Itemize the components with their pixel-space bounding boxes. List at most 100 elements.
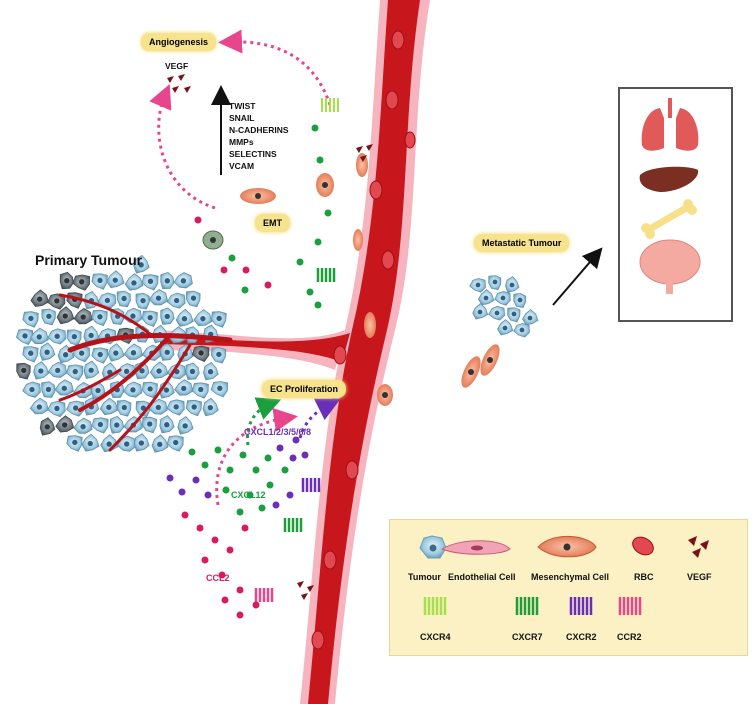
cxcl12-dots [188, 124, 332, 516]
tumour-nucleus [157, 441, 163, 447]
tumour-nucleus [217, 385, 223, 391]
tumour-nucleus [208, 331, 214, 337]
tumour-nucleus [527, 315, 533, 321]
vegf-icon [688, 536, 709, 558]
tumour-nucleus [173, 404, 179, 410]
brain-icon [639, 239, 701, 294]
tumour-nucleus [62, 422, 68, 428]
tumour-nucleus [511, 311, 517, 317]
cxcl-dots [166, 436, 309, 509]
circulating-mesenchymal-cells [353, 153, 376, 338]
cxcl-label: CXCL1/2/3/5/6/8 [244, 427, 312, 437]
tumour-nucleus [155, 295, 162, 301]
gene-item: N-CADHERINS [229, 125, 289, 135]
metastatic-tumour-cluster [469, 275, 539, 338]
tumour-nucleus [130, 350, 137, 356]
tumour-nucleus [87, 440, 93, 447]
tumour-nucleus [54, 405, 60, 412]
tumour-nucleus [163, 387, 170, 393]
angiogenesis-arrow [218, 29, 332, 106]
tumour-nucleus [121, 404, 127, 411]
receptor-cxcr7-mid [283, 268, 336, 532]
tumour-nucleus [130, 387, 136, 393]
tumour-nucleus [44, 424, 50, 430]
tumour-nucleus [164, 278, 170, 284]
tumour-nucleus [22, 333, 28, 339]
tumour-nucleus [139, 368, 145, 374]
tumour-nucleus [198, 350, 204, 356]
gene-item: TWIST [229, 101, 256, 111]
rbc-group [311, 30, 416, 650]
tumour-nucleus [173, 439, 179, 446]
tumour-nucleus [164, 422, 170, 428]
tumour-nucleus [180, 278, 187, 284]
tumour-nucleus [502, 325, 508, 331]
tumour-nucleus [121, 295, 127, 302]
ccl2-label: CCL2 [206, 573, 230, 583]
tumour-nucleus [36, 404, 42, 410]
emt-banner: EMT [255, 214, 290, 232]
tumour-nucleus [38, 368, 44, 374]
tumour-nucleus [475, 282, 481, 288]
legend-ccr2-label: CCR2 [617, 632, 642, 642]
tumour-nucleus [130, 313, 136, 319]
receptor-ccr2-low [254, 588, 274, 602]
tumour-nucleus [181, 385, 187, 392]
tumour-nucleus [207, 404, 213, 411]
tumour-nucleus [97, 351, 103, 358]
tumour-nucleus [80, 314, 86, 320]
tumour-nucleus [55, 367, 61, 374]
bone-icon [641, 199, 697, 239]
tumour-nucleus [509, 282, 515, 288]
legend-cxcr7-label: CXCR7 [512, 632, 543, 642]
tumour-nucleus [104, 297, 111, 304]
tumour-nucleus [88, 332, 94, 339]
tumour-nucleus [131, 280, 137, 286]
legend-endothelial-label: Endothelial Cell [448, 572, 516, 582]
ec-proliferation-banner: EC Proliferation [262, 380, 347, 398]
tumour-nucleus [164, 313, 170, 320]
tumour-nucleus [477, 309, 483, 315]
receptor-cxcr4-top [321, 98, 339, 112]
legend-tumour-label: Tumour [408, 572, 441, 582]
tumour-nucleus [189, 368, 196, 375]
tumour-nucleus [36, 296, 43, 302]
cxcl-arrow [298, 398, 341, 439]
tumour-nucleus [216, 351, 222, 358]
tumour-nucleus [62, 313, 68, 319]
tumour-nucleus [73, 405, 79, 411]
tumour-nucleus [138, 440, 145, 446]
tumour-nucleus [147, 421, 153, 427]
tumour-nucleus [44, 349, 50, 355]
tumour-nucleus [106, 404, 112, 410]
tumour-nucleus [106, 441, 112, 447]
tumour-nucleus [46, 313, 52, 319]
tumour-nucleus [112, 277, 118, 283]
tumour-nucleus [191, 404, 197, 410]
rbc-icon [632, 536, 654, 556]
tumour-nucleus [198, 386, 204, 393]
tumour-nucleus [79, 279, 85, 285]
tumour-nucleus [21, 367, 27, 374]
lungs-icon [641, 98, 699, 151]
tumour-nucleus [114, 422, 120, 428]
tumour-nucleus [54, 298, 60, 304]
cxcr4-icon [423, 597, 447, 615]
tumour-nucleus [519, 327, 525, 333]
blood-vessel [160, 0, 430, 704]
tumour-nucleus [123, 441, 130, 447]
tumour-nucleus [173, 297, 180, 304]
tumour-nucleus [64, 278, 70, 284]
tumour-nucleus [28, 350, 34, 356]
tumour-nucleus [147, 314, 153, 321]
tumour-nucleus [80, 423, 86, 430]
tumour-nucleus [147, 386, 153, 392]
tumour-nucleus [500, 295, 506, 301]
tumour-nucleus [28, 315, 34, 322]
tumour-nucleus [113, 350, 119, 356]
vegf-label: VEGF [165, 61, 189, 71]
endothelial-cell-icon [440, 540, 511, 555]
tumour-nucleus [29, 386, 35, 393]
metastatic-mesenchymal-cells [461, 344, 500, 388]
